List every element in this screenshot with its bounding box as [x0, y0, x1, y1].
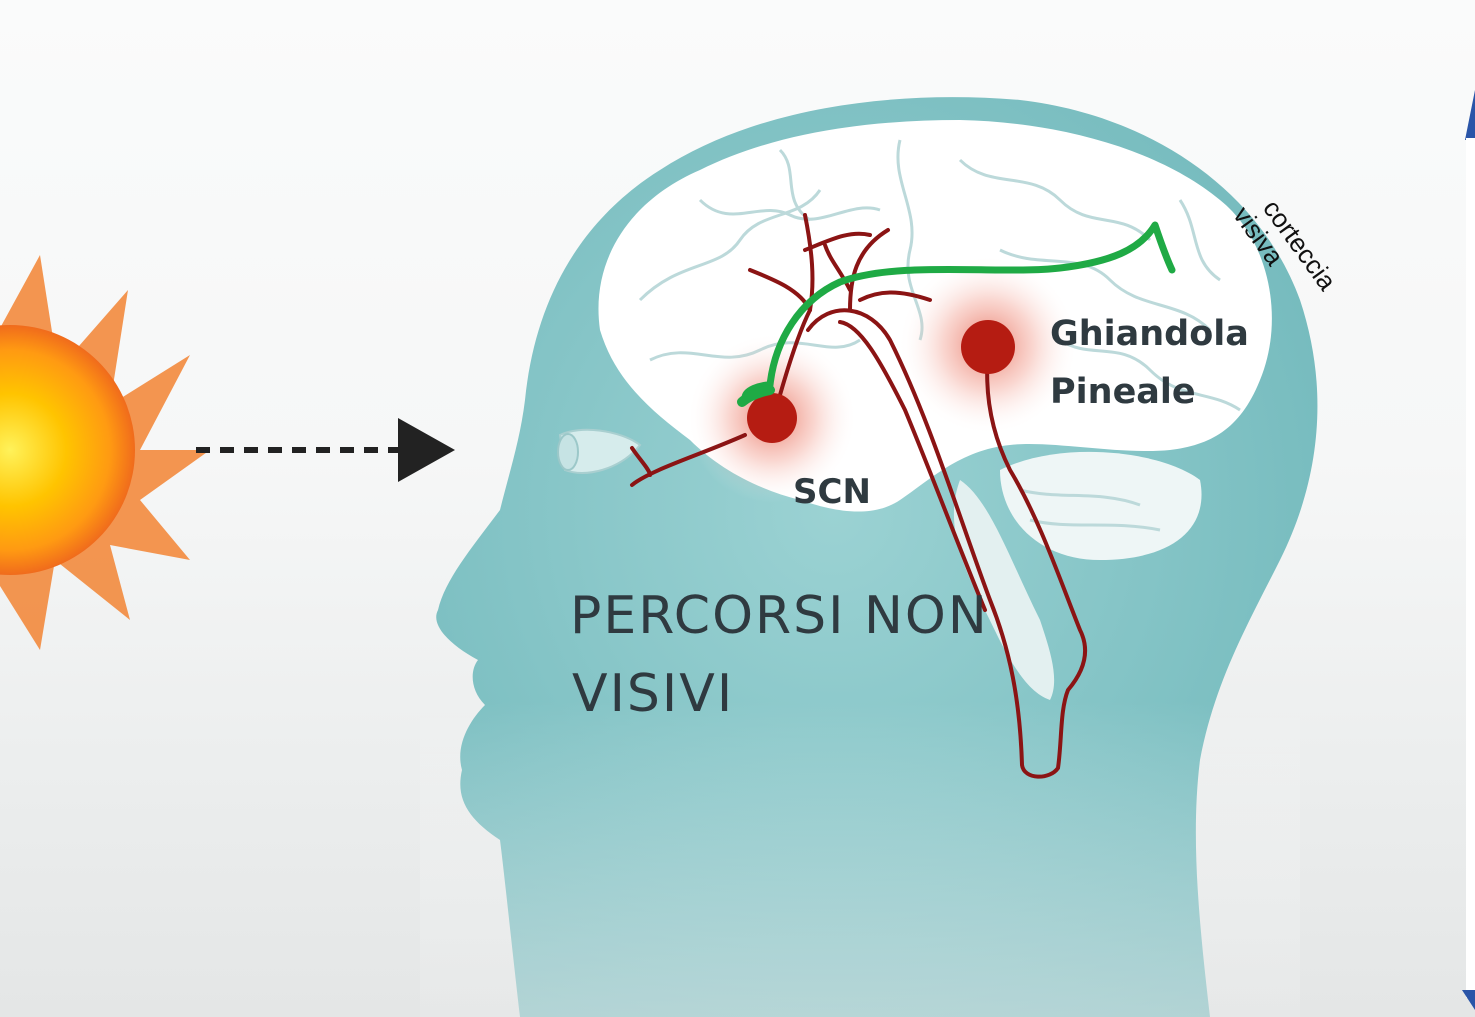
pineal-label-line2: Pineale: [1050, 372, 1196, 412]
sun-icon: [0, 255, 210, 650]
pineal-label-line1: Ghiandola: [1050, 314, 1249, 354]
scn-label: SCN: [793, 472, 871, 512]
nerve-pathways: [630, 213, 1088, 779]
scn-nucleus: [747, 393, 797, 443]
pathway-title-line2: VISIVI: [572, 664, 734, 724]
visual-path-end: [737, 385, 775, 407]
side-marker: [1462, 90, 1475, 1010]
brainstem: [953, 480, 1055, 700]
visual-cortex-path: [741, 221, 1176, 402]
pineal-nucleus: [961, 320, 1015, 374]
cerebellum: [1000, 451, 1202, 560]
dotted-arrow-icon: [196, 418, 455, 482]
head-fade: [420, 700, 1300, 1017]
pathway-title-line1: PERCORSI NON: [570, 586, 989, 646]
eye-icon: [557, 428, 642, 474]
